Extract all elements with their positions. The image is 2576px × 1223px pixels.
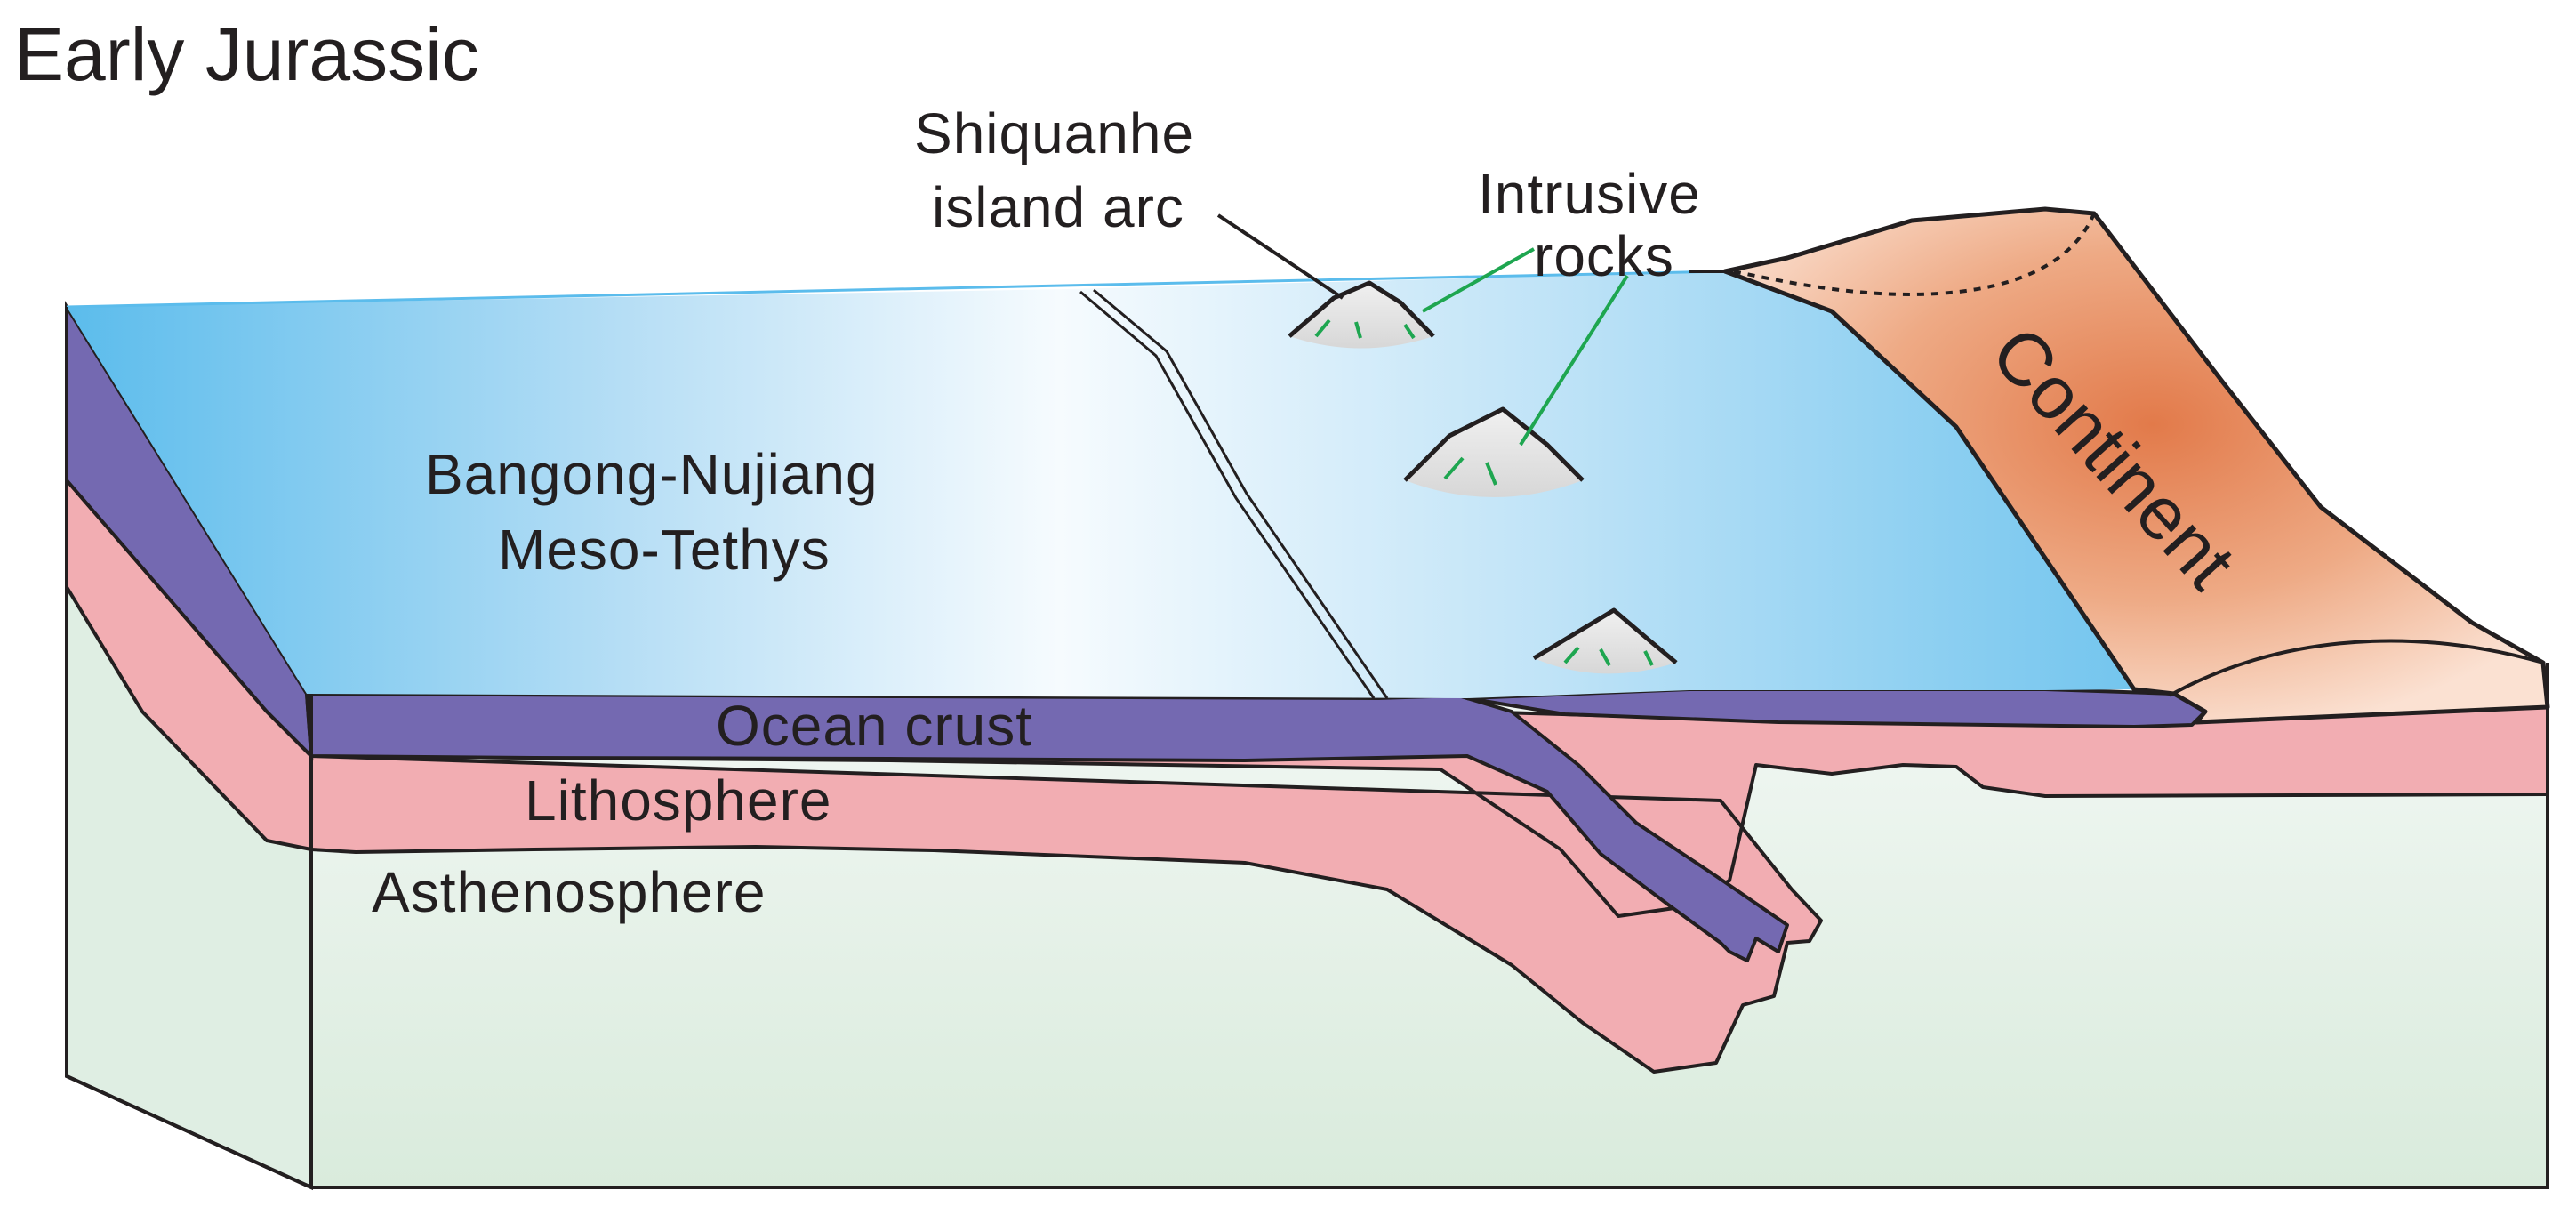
- volcano-island-3: [1532, 607, 1678, 674]
- volcano-island-2: [1403, 406, 1585, 497]
- continent-dashed: [1733, 213, 2096, 296]
- intrusive-label-line1: Intrusive: [1478, 162, 1701, 226]
- ocean-crust-label: Ocean crust: [716, 694, 1032, 758]
- block-outline: [65, 307, 2549, 1189]
- intrusive-label-line2: rocks: [1534, 224, 1674, 288]
- arc-leader-line: [1216, 213, 1344, 300]
- sea-level-line: [66, 270, 1726, 309]
- lithosphere-label: Lithosphere: [525, 768, 831, 833]
- ocean-label-line2: Meso-Tethys: [498, 518, 831, 582]
- intrusive-leader-line-2: [1519, 274, 1629, 447]
- diagram-title: Early Jurassic: [14, 12, 479, 96]
- ocean-label-line1: Bangong-Nujiang: [425, 442, 879, 506]
- arc-label-line1: Shiquanhe: [914, 101, 1194, 165]
- ocean-surface: [67, 271, 2134, 698]
- ocean-crust-layer: [305, 692, 1789, 962]
- intrusive-leader-line-1: [1422, 247, 1535, 313]
- trench-line: [1079, 290, 1376, 699]
- arc-label-line2: island arc: [932, 175, 1184, 239]
- volcano-island-1: [1288, 280, 1435, 349]
- trench-line-2: [1093, 288, 1389, 699]
- asthenosphere-label: Asthenosphere: [372, 860, 766, 924]
- continent-edge: [2169, 639, 2544, 697]
